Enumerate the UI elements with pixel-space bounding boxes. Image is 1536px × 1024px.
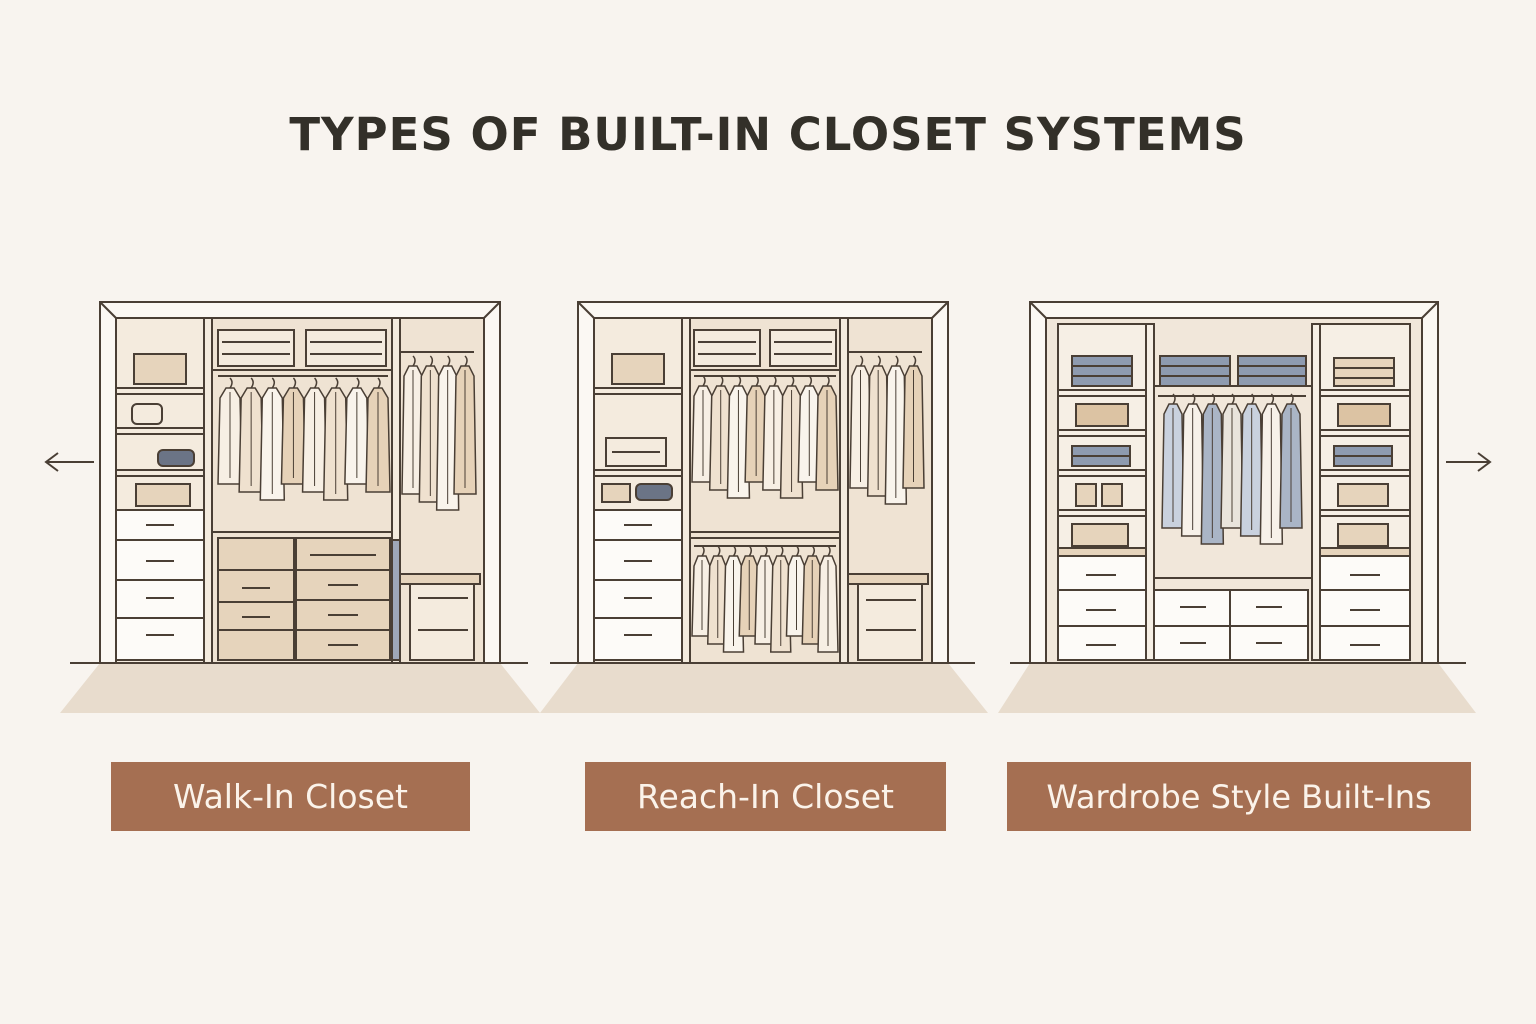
- wardrobe-built-ins-illustration: [998, 301, 1476, 713]
- wardrobe-built-ins-label: Wardrobe Style Built-Ins: [1007, 762, 1471, 831]
- reach-in-closet-label: Reach-In Closet: [585, 762, 946, 831]
- walk-in-closet-label: Walk-In Closet: [111, 762, 470, 831]
- page-title: TYPES OF BUILT-IN CLOSET SYSTEMS: [289, 108, 1247, 161]
- reach-in-hanging-clothes: [691, 355, 925, 653]
- arrow-right-icon: [1446, 452, 1492, 472]
- walk-in-hanging-clothes: [217, 355, 477, 511]
- reach-in-closet-illustration: [540, 301, 988, 713]
- wardrobe-hanging-clothes: [1161, 393, 1303, 545]
- walk-in-closet-illustration: [60, 301, 540, 713]
- arrow-left-icon: [44, 452, 94, 472]
